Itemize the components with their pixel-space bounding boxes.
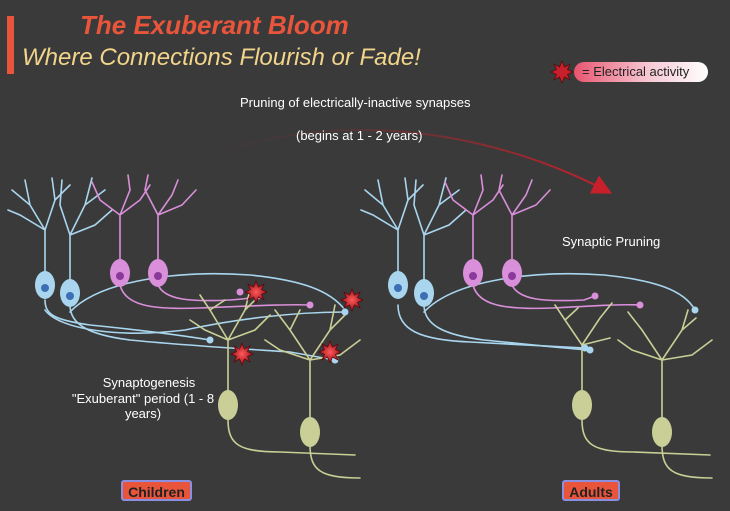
electrical-activity-bursts: [230, 279, 364, 367]
exuberant-period-label: "Exuberant" period (1 - 8 years): [71, 391, 215, 421]
diagram-title: The Exuberant Bloom: [80, 10, 349, 40]
children-label: Children: [121, 480, 192, 501]
pruning-label: Pruning of electrically-inactive synapse…: [240, 95, 471, 110]
title-accent-bar: [7, 16, 14, 74]
children-neurons: [7, 174, 361, 479]
electrical-activity-burst-icon: [550, 59, 574, 85]
adults-label: Adults: [562, 480, 620, 501]
pruning-arrow: [149, 129, 613, 194]
legend-label: = Electrical activity: [574, 62, 708, 82]
synaptic-pruning-label: Synaptic Pruning: [562, 234, 661, 249]
diagram-subtitle: Where Connections Flourish or Fade!: [22, 44, 421, 71]
synaptogenesis-label: Synaptogenesis: [102, 375, 196, 390]
pruning-age-label: (begins at 1 - 2 years): [296, 128, 423, 143]
adults-neurons: [360, 174, 713, 479]
